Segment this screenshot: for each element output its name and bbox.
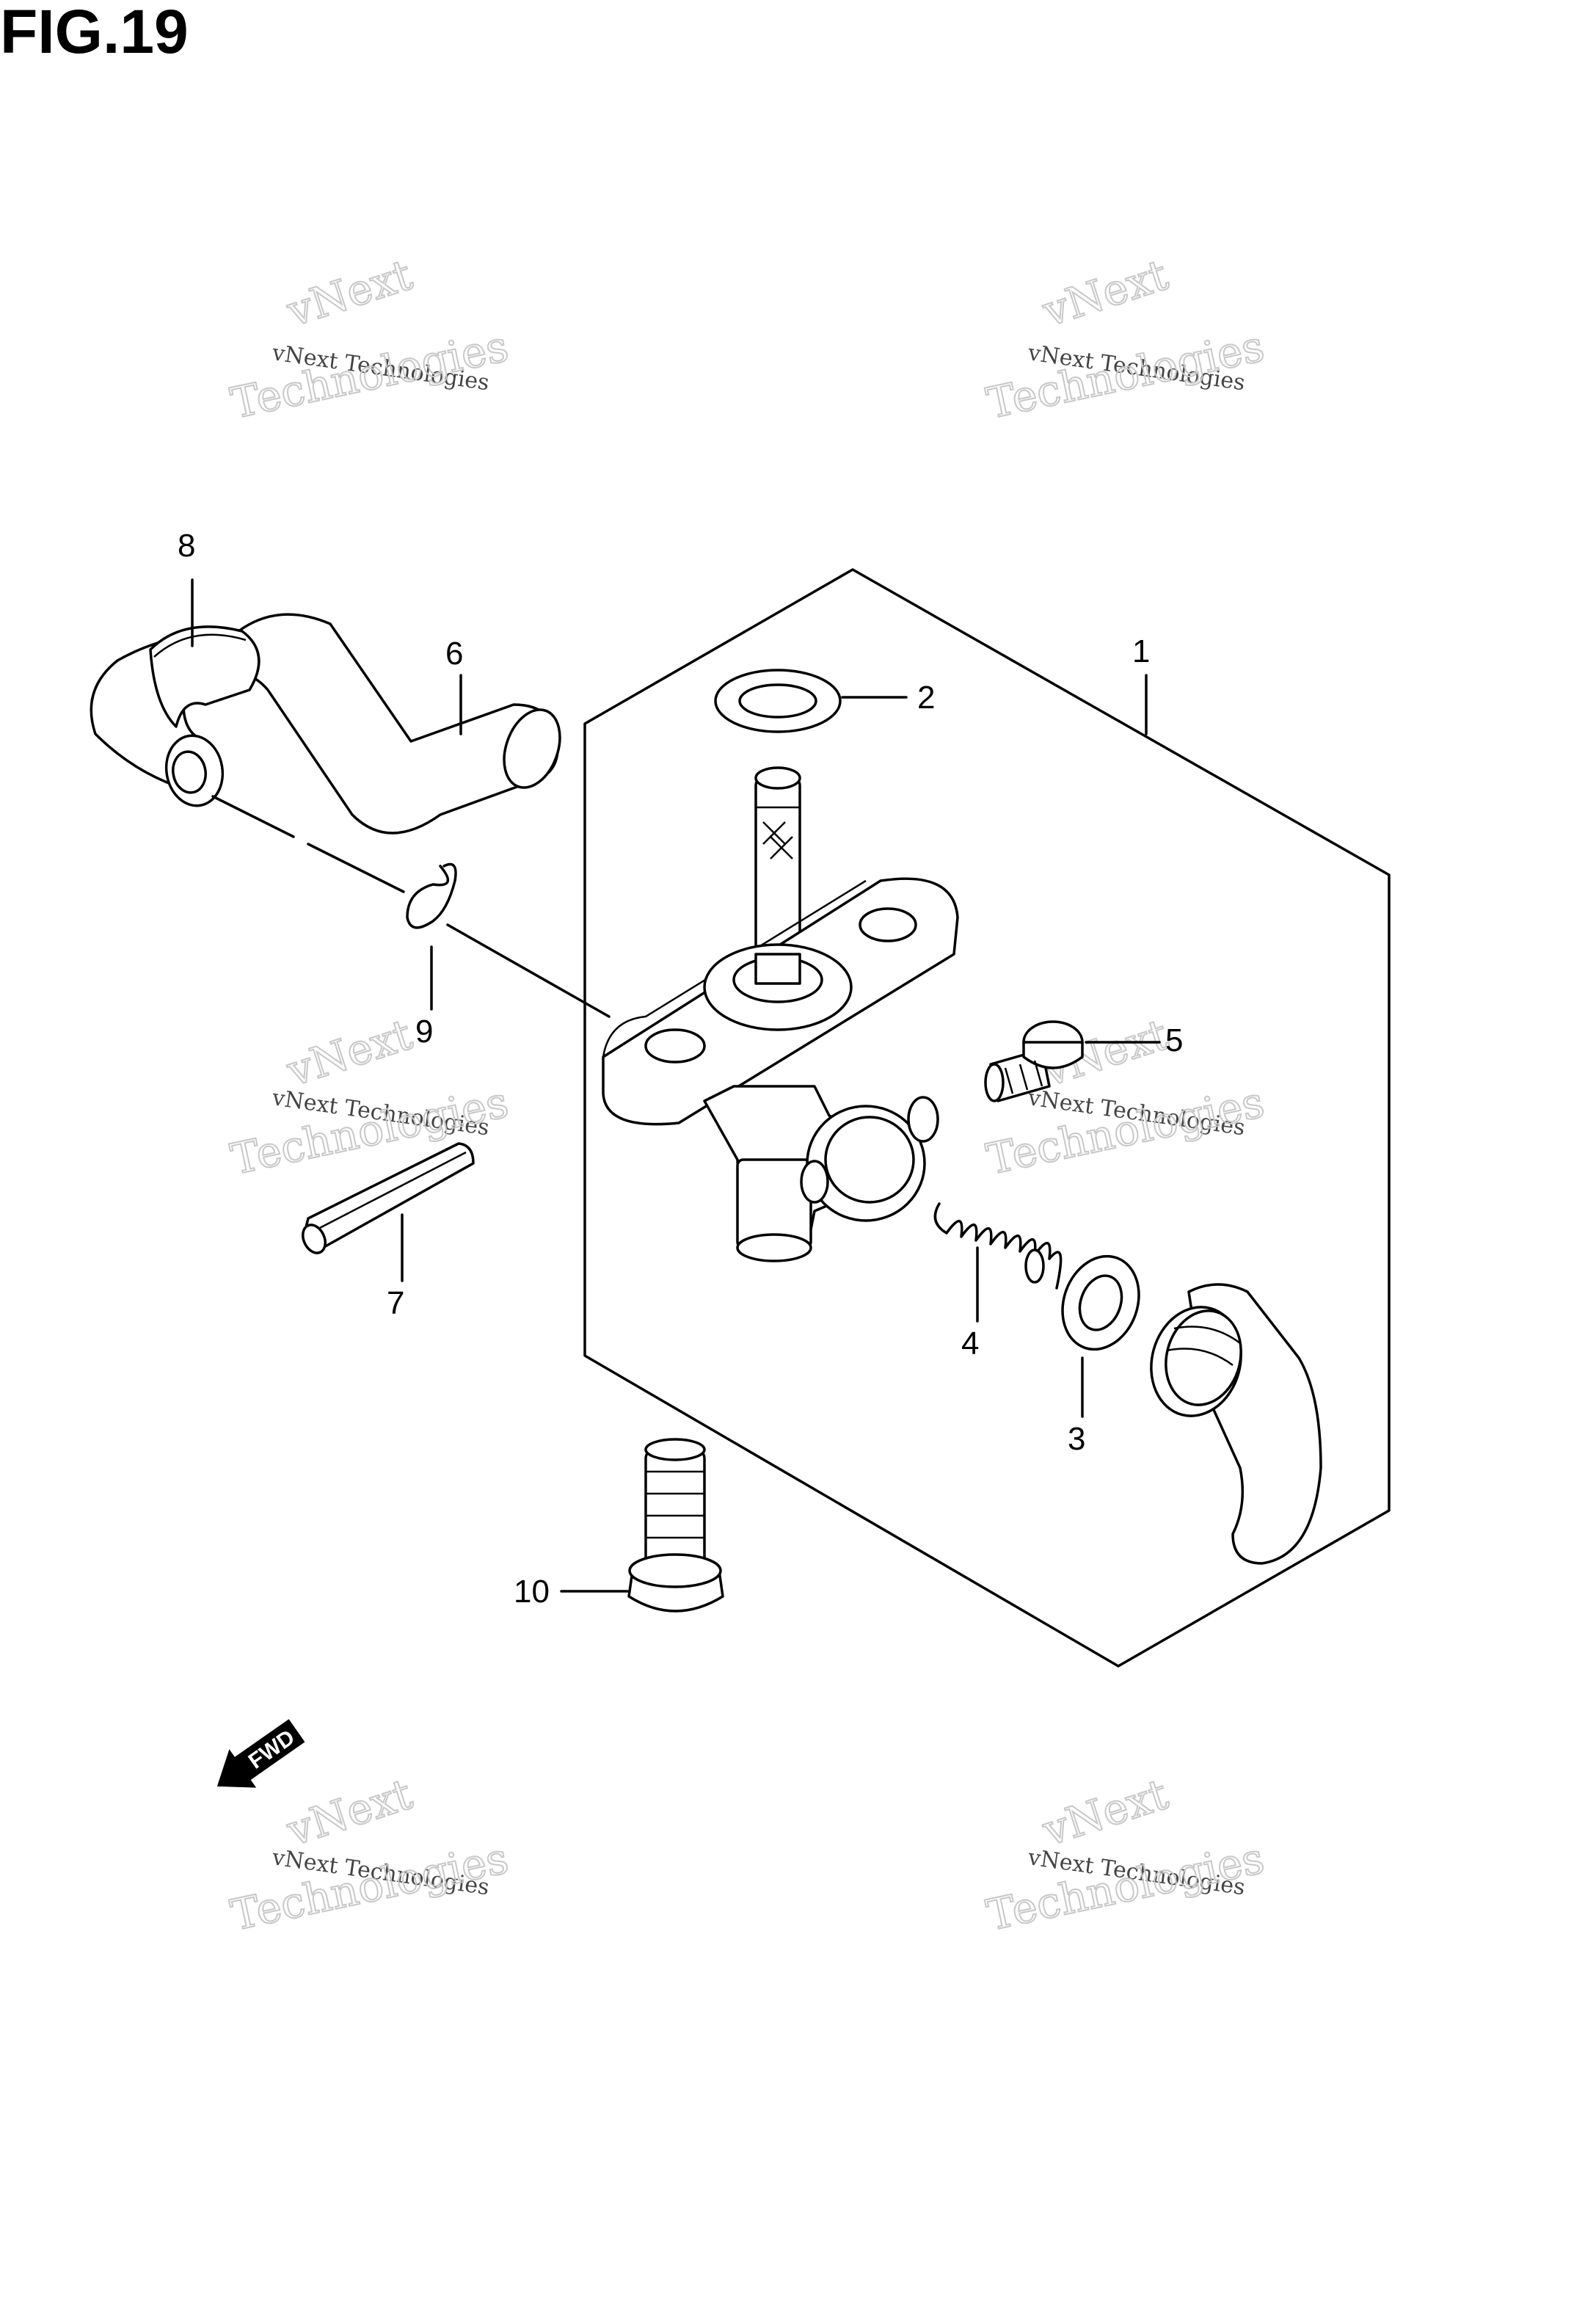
assembly-boundary (583, 568, 1391, 1668)
watermark-bottom-left: vNext vNext Technologies Technologies (226, 1768, 514, 1941)
bolt (627, 1438, 724, 1613)
fuel-cock-lever (1150, 1283, 1322, 1565)
callout-3: 3 (1068, 1421, 1085, 1457)
watermark-top-right: vNext vNext Technologies Technologies (982, 249, 1269, 429)
callout-1: 1 (1132, 633, 1150, 669)
spring (933, 1202, 1063, 1290)
watermark-brand: vNext (280, 1769, 418, 1856)
watermark-brand-sub: Technologies (227, 1833, 513, 1940)
callout-7: 7 (387, 1285, 404, 1321)
watermark-brand-sub: Technologies (227, 1077, 513, 1184)
fuel-hose (90, 613, 561, 835)
callout-6: 6 (445, 636, 463, 672)
fuel-cock-body (602, 766, 959, 1262)
pin (302, 1142, 475, 1254)
callout-10: 10 (514, 1574, 550, 1610)
figure-title: FIG.19 (0, 0, 189, 66)
watermark-brand-sub: Technologies (983, 1833, 1269, 1940)
arrow-icon (216, 1719, 305, 1788)
watermark-brand: vNext (280, 250, 418, 337)
callout-4: 4 (961, 1326, 979, 1362)
callout-5: 5 (1165, 1022, 1183, 1058)
forward-direction-arrow: FWD (216, 1719, 305, 1788)
callout-9: 9 (415, 1014, 433, 1050)
watermark-brand: vNext (1036, 1769, 1173, 1856)
connection-line-hose (211, 795, 405, 893)
washer (1061, 1254, 1140, 1351)
o-ring-top (714, 669, 842, 733)
callout-2: 2 (917, 680, 935, 716)
callout-8: 8 (178, 528, 195, 564)
watermark-top-left: vNext vNext Technologies Technologies (226, 249, 514, 429)
screw-small (984, 1020, 1084, 1102)
hose-clamp (149, 625, 260, 728)
watermark-brand: vNext (1036, 250, 1173, 337)
watermark-brand-sub: Technologies (227, 321, 513, 428)
watermark-brand-sub: Technologies (983, 321, 1269, 428)
watermark-brand: vNext (280, 1009, 418, 1097)
wire-clip (406, 862, 457, 929)
watermark-bottom-right: vNext vNext Technologies Technologies (982, 1768, 1269, 1941)
connection-line-clip (446, 923, 611, 1018)
